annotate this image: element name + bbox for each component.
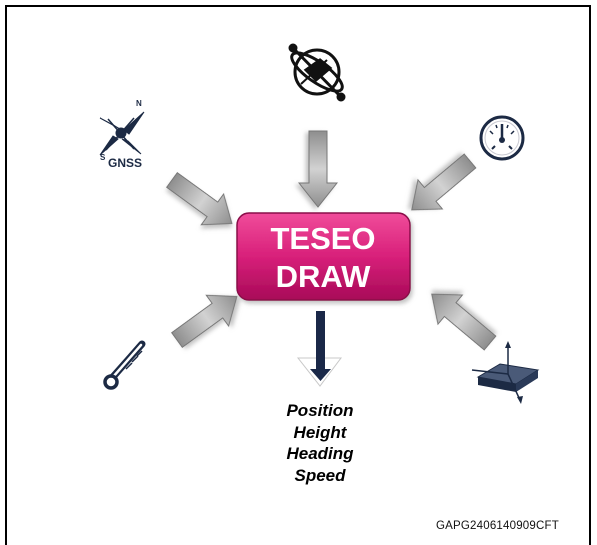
- gnss-north-label: N: [136, 99, 142, 108]
- output-speed: Speed: [294, 465, 346, 485]
- output-position: Position: [286, 401, 354, 420]
- input-arrow-top: [297, 130, 339, 208]
- input-arrow-lower-right: [431, 293, 497, 351]
- odometer-gauge-icon: [479, 115, 525, 161]
- output-heading: Heading: [286, 444, 354, 463]
- box-title-line2: DRAW: [276, 259, 371, 294]
- output-list: Position Height Heading Speed: [250, 400, 390, 486]
- accelerometer-axes-icon: [471, 341, 540, 404]
- gnss-south-label: S: [100, 153, 106, 162]
- reference-code: GAPG2406140909CFT: [436, 520, 559, 532]
- gyroscope-icon: [288, 43, 346, 102]
- input-arrow-upper-right: [411, 153, 477, 211]
- gnss-compass-icon: [99, 111, 145, 156]
- output-height: Height: [293, 422, 347, 442]
- teseo-draw-box: TESEO DRAW: [236, 212, 411, 301]
- output-arrow: [296, 311, 342, 387]
- input-arrow-upper-left: [166, 172, 233, 226]
- input-arrow-lower-left: [171, 294, 238, 348]
- thermometer-icon: [103, 340, 146, 390]
- box-title-line1: TESEO: [270, 221, 375, 256]
- gnss-label: GNSS: [108, 156, 143, 170]
